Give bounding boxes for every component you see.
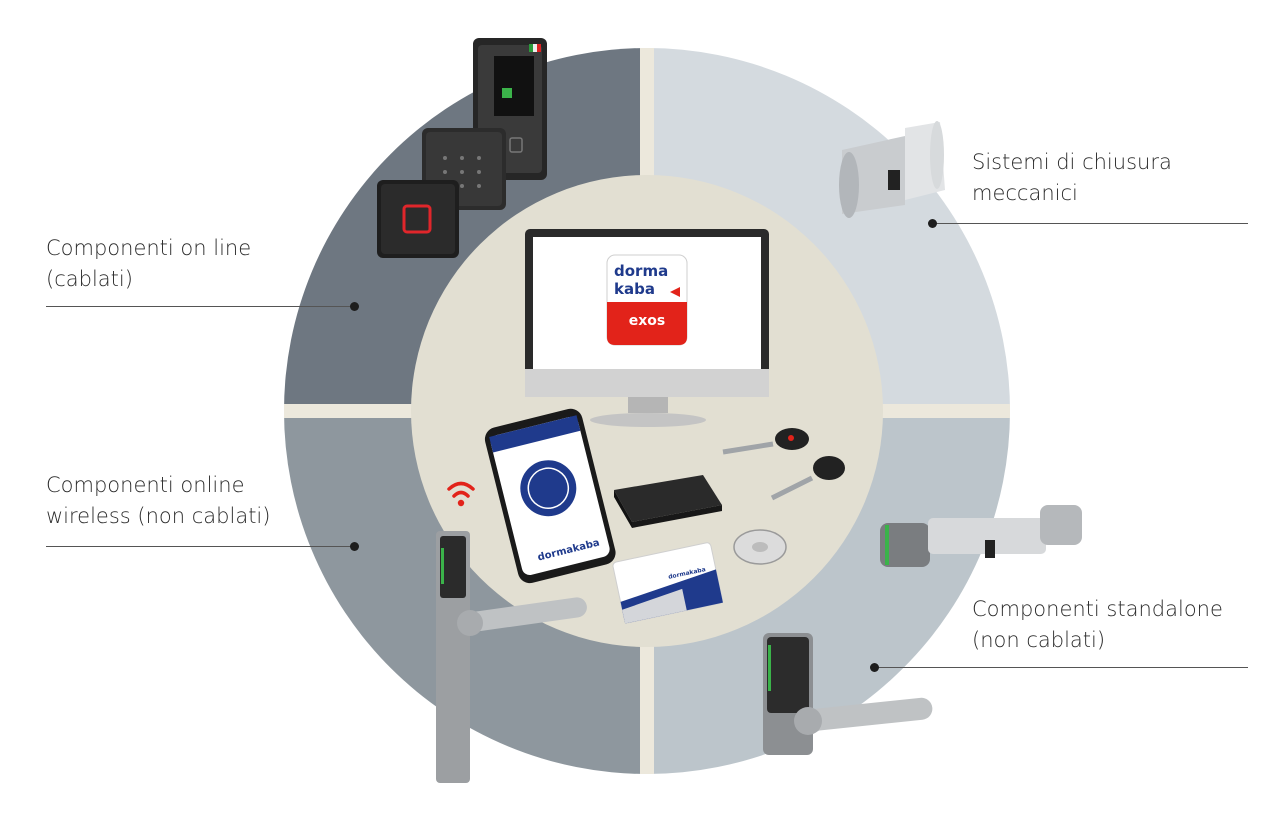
key-with-fob-2 bbox=[770, 456, 845, 501]
key-with-fob-1 bbox=[722, 428, 809, 455]
updater-device bbox=[614, 475, 722, 528]
wifi-icon bbox=[447, 481, 475, 498]
label-mechanical-line2: meccanici bbox=[972, 181, 1078, 205]
label-online-wired-line2: (cablati) bbox=[46, 267, 133, 291]
wifi-dot bbox=[457, 499, 465, 507]
rfid-tag bbox=[733, 529, 787, 565]
leader-online-wireless bbox=[46, 546, 354, 547]
marker-online-wired bbox=[350, 302, 359, 311]
exos-app-icon bbox=[606, 254, 688, 346]
label-standalone-line2: (non cablati) bbox=[972, 628, 1106, 652]
marker-online-wireless bbox=[350, 542, 359, 551]
label-online-wireless-line1: Componenti online bbox=[46, 473, 245, 497]
marker-standalone bbox=[870, 663, 879, 672]
card-reader bbox=[377, 180, 459, 258]
wireless-door-handle bbox=[436, 531, 587, 783]
label-online-wired-line1: Componenti on line bbox=[46, 236, 252, 260]
brand-wordmark-line1: dorma bbox=[614, 262, 669, 280]
label-standalone-line1: Componenti standalone bbox=[972, 597, 1223, 621]
product-name: exos bbox=[628, 313, 666, 329]
label-online-wired: Componenti on line (cablati) bbox=[46, 233, 251, 295]
label-standalone: Componenti standalone (non cablati) bbox=[972, 594, 1223, 656]
leader-mechanical bbox=[934, 223, 1248, 224]
label-online-wireless-line2: wireless (non cablati) bbox=[46, 504, 271, 528]
leader-standalone bbox=[876, 667, 1248, 668]
smartphone bbox=[484, 408, 616, 584]
electronic-cylinder bbox=[880, 505, 1082, 567]
label-mechanical: Sistemi di chiusura meccanici bbox=[972, 147, 1172, 209]
access-card bbox=[612, 542, 723, 624]
label-online-wireless: Componenti online wireless (non cablati) bbox=[46, 470, 270, 532]
mechanical-cylinder bbox=[839, 121, 945, 218]
label-mechanical-line1: Sistemi di chiusura bbox=[972, 150, 1172, 174]
leader-online-wired bbox=[46, 306, 354, 307]
standalone-door-handle bbox=[763, 633, 933, 755]
marker-mechanical bbox=[928, 219, 937, 228]
brand-wordmark-line2: kaba bbox=[614, 280, 655, 298]
